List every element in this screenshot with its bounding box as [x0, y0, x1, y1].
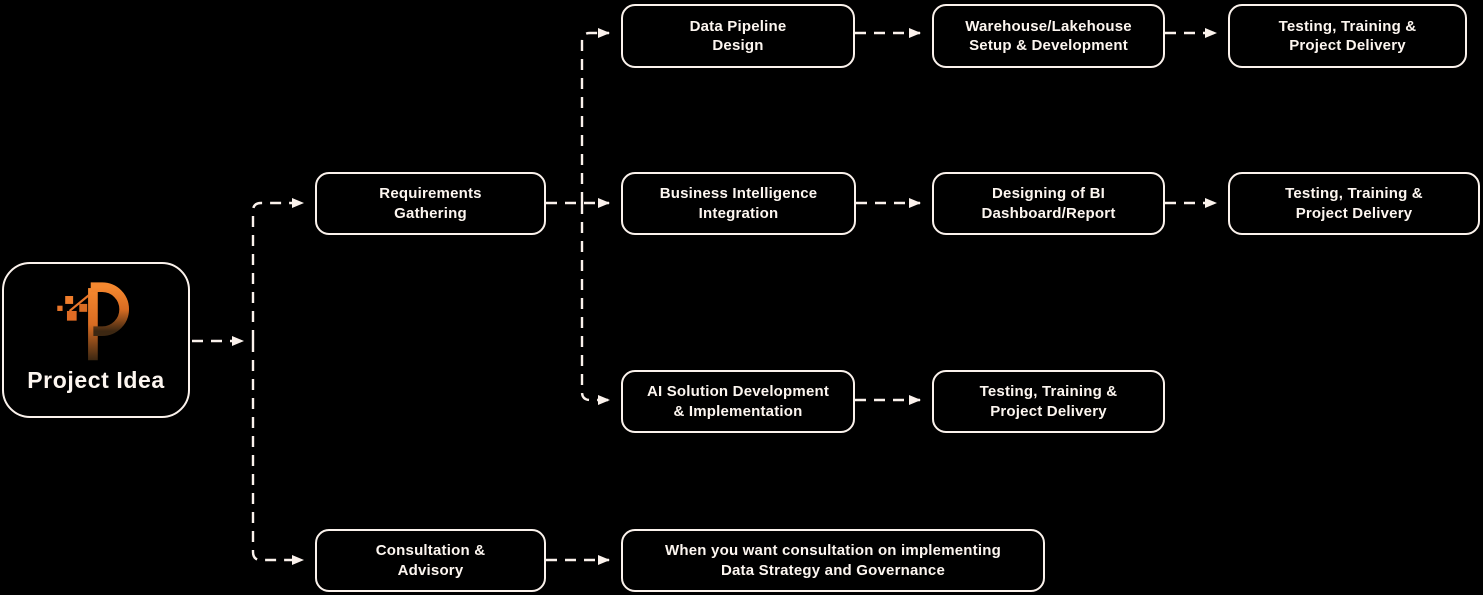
project-idea-label: Project Idea: [27, 367, 165, 393]
edge-project-requirements: [251, 198, 304, 341]
node-testing-training-delivery-ai: Testing, Training & Project Delivery: [932, 370, 1165, 433]
node-project-idea: Project Idea: [2, 262, 190, 418]
node-label: When you want consultation on implementi…: [665, 542, 1001, 579]
node-data-pipeline-design: Data Pipeline Design: [621, 4, 855, 68]
edge-requirements-pipeline: [580, 28, 610, 203]
node-label: AI Solution Development & Implementation: [646, 383, 830, 420]
node-consultation-description: When you want consultation on implementi…: [621, 529, 1045, 592]
edge-requirements-ai: [580, 203, 610, 405]
node-label: Business Intelligence Integration: [659, 185, 818, 222]
node-label: Designing of BI Dashboard/Report: [981, 185, 1116, 222]
node-label: Requirements Gathering: [379, 185, 482, 222]
node-designing-bi-dashboard: Designing of BI Dashboard/Report: [932, 172, 1165, 235]
node-label: Warehouse/Lakehouse Setup & Development: [965, 17, 1132, 55]
node-ai-solution-development: AI Solution Development & Implementation: [621, 370, 855, 433]
node-label: Testing, Training & Project Delivery: [979, 383, 1118, 420]
node-warehouse-lakehouse-setup: Warehouse/Lakehouse Setup & Development: [932, 4, 1165, 68]
node-label: Testing, Training & Project Delivery: [1278, 17, 1417, 55]
node-testing-training-delivery-pipeline: Testing, Training & Project Delivery: [1228, 4, 1467, 68]
node-label: Consultation & Advisory: [375, 542, 486, 579]
node-business-intelligence-integration: Business Intelligence Integration: [621, 172, 856, 235]
project-idea-p-logo-icon: [57, 282, 129, 361]
node-testing-training-delivery-bi: Testing, Training & Project Delivery: [1228, 172, 1480, 235]
node-consultation-advisory: Consultation & Advisory: [315, 529, 546, 592]
edge-project-consultation: [251, 341, 304, 565]
node-requirements-gathering: Requirements Gathering: [315, 172, 546, 235]
node-label: Data Pipeline Design: [689, 17, 787, 55]
node-label: Testing, Training & Project Delivery: [1285, 185, 1423, 222]
